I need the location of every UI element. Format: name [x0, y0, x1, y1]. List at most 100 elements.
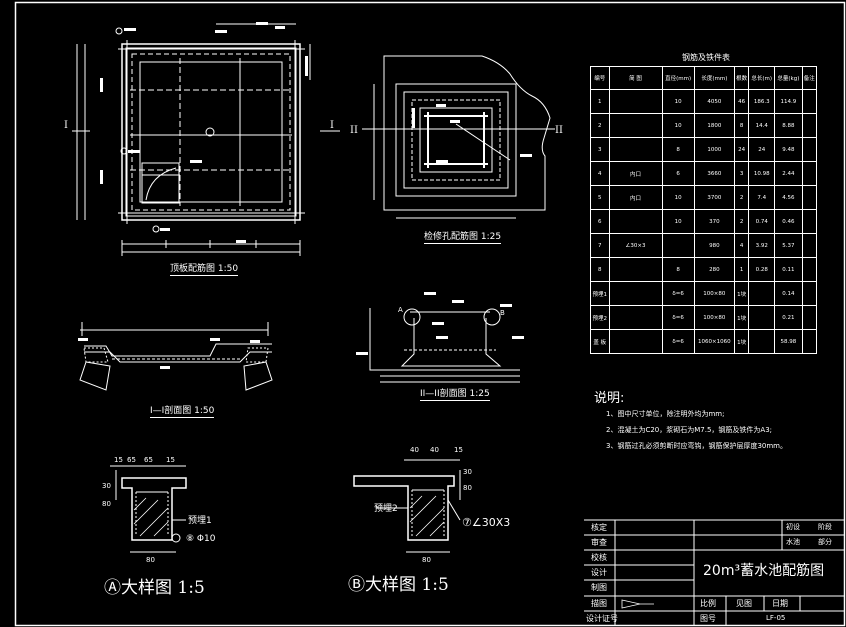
- manhole-section-mark-right: II: [555, 125, 563, 136]
- rebar-table: 编号 简 图 直径(mm) 长度(mm) 根数 总长(m) 总量(kg) 备注 …: [590, 66, 818, 354]
- cell-weight: 0.21: [774, 305, 803, 330]
- tb-drawing-no-label: 图号: [700, 614, 716, 623]
- cell-dia: δ=6: [661, 329, 695, 354]
- cell-sketch: 内口: [608, 161, 663, 186]
- detail-b-dim-bottom: 80: [422, 556, 431, 564]
- col-weight: 总量(kg): [774, 66, 803, 90]
- cell-dia: δ=6: [661, 281, 695, 306]
- cell-note: [801, 137, 818, 162]
- tb-scale-label: 比例: [700, 599, 716, 608]
- detail-b-dim-top-3: 15: [454, 446, 463, 454]
- top-plan-caption: 顶板配筋图 1:50: [170, 264, 239, 276]
- cell-total: 10.98: [748, 161, 776, 186]
- rebar-table-title: 钢筋及铁件表: [682, 53, 730, 62]
- cell-no: 预埋1: [590, 281, 610, 306]
- cell-dia: 10: [661, 185, 695, 210]
- tb-scale-value: 见图: [736, 599, 752, 608]
- section-2-mark-a: A: [398, 306, 403, 314]
- manhole-plan-drawing: [362, 55, 555, 219]
- detail-b-dim-top-2: 40: [430, 446, 439, 454]
- detail-b-caption: Ⓑ大样图 1:5: [348, 575, 449, 595]
- cell-count: 46: [733, 89, 750, 114]
- cell-total: 0.74: [748, 209, 776, 234]
- cell-note: [801, 185, 818, 210]
- col-no: 编号: [590, 66, 610, 90]
- note-item: 3、钢筋过孔必须剪断时应弯钩，钢筋保护层厚度30mm。: [606, 442, 787, 450]
- cell-total: 3.92: [748, 233, 776, 258]
- cell-weight: 8.88: [774, 113, 803, 138]
- tb-row-zt: 制图: [591, 583, 607, 592]
- cell-note: [801, 89, 818, 114]
- cell-dia: δ=6: [661, 305, 695, 330]
- detail-a-dim-bottom: 80: [146, 556, 155, 564]
- cell-dia: 10: [661, 89, 695, 114]
- section-1-caption: I—I剖面图 1:50: [150, 406, 215, 418]
- cell-weight: 9.48: [774, 137, 803, 162]
- tb-date-label: 日期: [772, 599, 788, 608]
- section-1-drawing: [78, 322, 273, 391]
- cell-no: 6: [590, 209, 610, 234]
- cell-note: [801, 329, 818, 354]
- col-dia: 直径(mm): [661, 66, 695, 90]
- col-total: 总长(m): [748, 66, 776, 90]
- cell-weight: 2.44: [774, 161, 803, 186]
- cell-note: [801, 281, 818, 306]
- note-item: 1、图中尺寸单位，除注明外均为mm;: [606, 410, 725, 418]
- col-note: 备注: [801, 66, 818, 90]
- cell-len: 1060×1060: [693, 329, 735, 354]
- cell-no: 7: [590, 233, 610, 258]
- cell-weight: 4.56: [774, 185, 803, 210]
- cell-note: [801, 233, 818, 258]
- cell-sketch: [608, 329, 663, 354]
- cell-len: 370: [693, 209, 735, 234]
- cell-no: 预埋2: [590, 305, 610, 330]
- detail-b-dim-side-1: 30: [463, 468, 472, 476]
- cell-count: 2: [733, 209, 750, 234]
- cell-total: [748, 329, 776, 354]
- detail-b-dim-side-2: 80: [463, 484, 472, 492]
- tb-row-sc: 审查: [591, 538, 607, 547]
- cell-count: 1块: [733, 281, 750, 306]
- cell-sketch: [608, 257, 663, 282]
- top-plan-section-mark-right: I: [330, 120, 334, 131]
- cell-note: [801, 305, 818, 330]
- notes-heading: 说明:: [594, 391, 625, 406]
- cell-count: 1块: [733, 305, 750, 330]
- cell-sketch: [608, 113, 663, 138]
- cell-note: [801, 161, 818, 186]
- detail-a-dim-top-1: 15: [114, 456, 123, 464]
- cell-total: 186.3: [748, 89, 776, 114]
- tb-stage-initial: 初设: [786, 523, 800, 531]
- cell-count: 1: [733, 257, 750, 282]
- cell-len: 3700: [693, 185, 735, 210]
- cell-note: [801, 113, 818, 138]
- tb-part-name: 水池: [786, 538, 800, 546]
- section-2-drawing: [356, 292, 524, 383]
- cell-dia: 10: [661, 209, 695, 234]
- title-block-grid: [584, 519, 844, 625]
- drawing-title: 20m³蓄水池配筋图: [703, 563, 825, 579]
- cell-count: 1块: [733, 329, 750, 354]
- cell-len: 100×80: [693, 281, 735, 306]
- notes: 说明: 1、图中尺寸单位，除注明外均为mm; 2、混凝土为C20，浆砌石为M7.…: [594, 392, 787, 459]
- cell-no: 3: [590, 137, 610, 162]
- detail-a-caption: Ⓐ大样图 1:5: [104, 578, 205, 598]
- detail-b-angle-label: ⑦∠30X3: [462, 516, 510, 529]
- cell-dia: 6: [661, 161, 695, 186]
- cell-dia: 10: [661, 113, 695, 138]
- cell-no: 4: [590, 161, 610, 186]
- cell-sketch: [608, 89, 663, 114]
- cell-weight: 0.14: [774, 281, 803, 306]
- section-2-mark-b: B: [500, 309, 505, 317]
- cell-no: 盖 板: [590, 329, 610, 354]
